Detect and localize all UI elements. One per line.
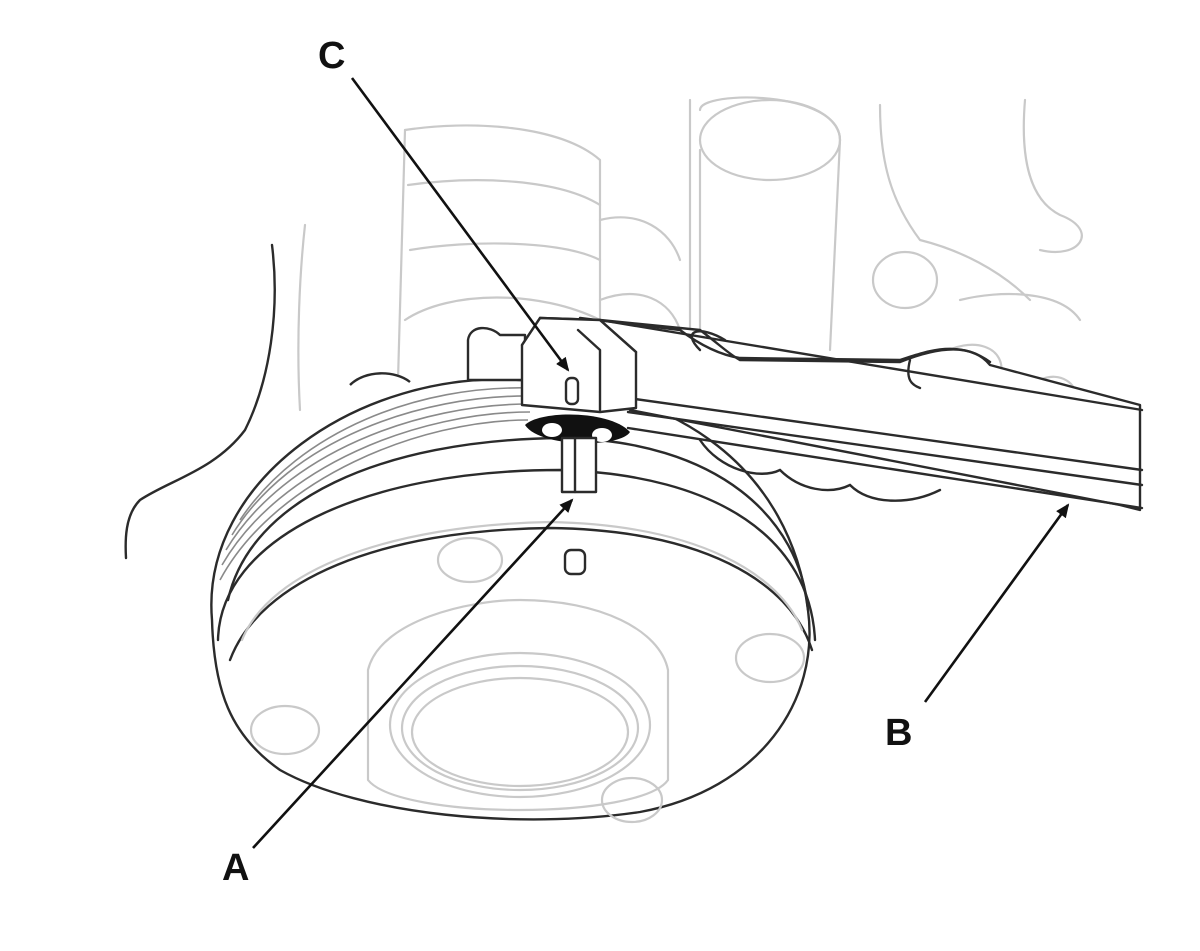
callout-label-b: B [885, 712, 912, 754]
engine-outline [124, 243, 276, 560]
callout-arrow-c [350, 77, 570, 372]
callout-arrow-a [252, 498, 574, 849]
callout-label-a: A [222, 847, 249, 889]
pointer-mark [525, 414, 630, 494]
callout-arrow-b [923, 503, 1070, 703]
wrench [349, 316, 1144, 512]
crankshaft-pulley [210, 378, 817, 824]
callout-label-c: C [318, 35, 345, 77]
